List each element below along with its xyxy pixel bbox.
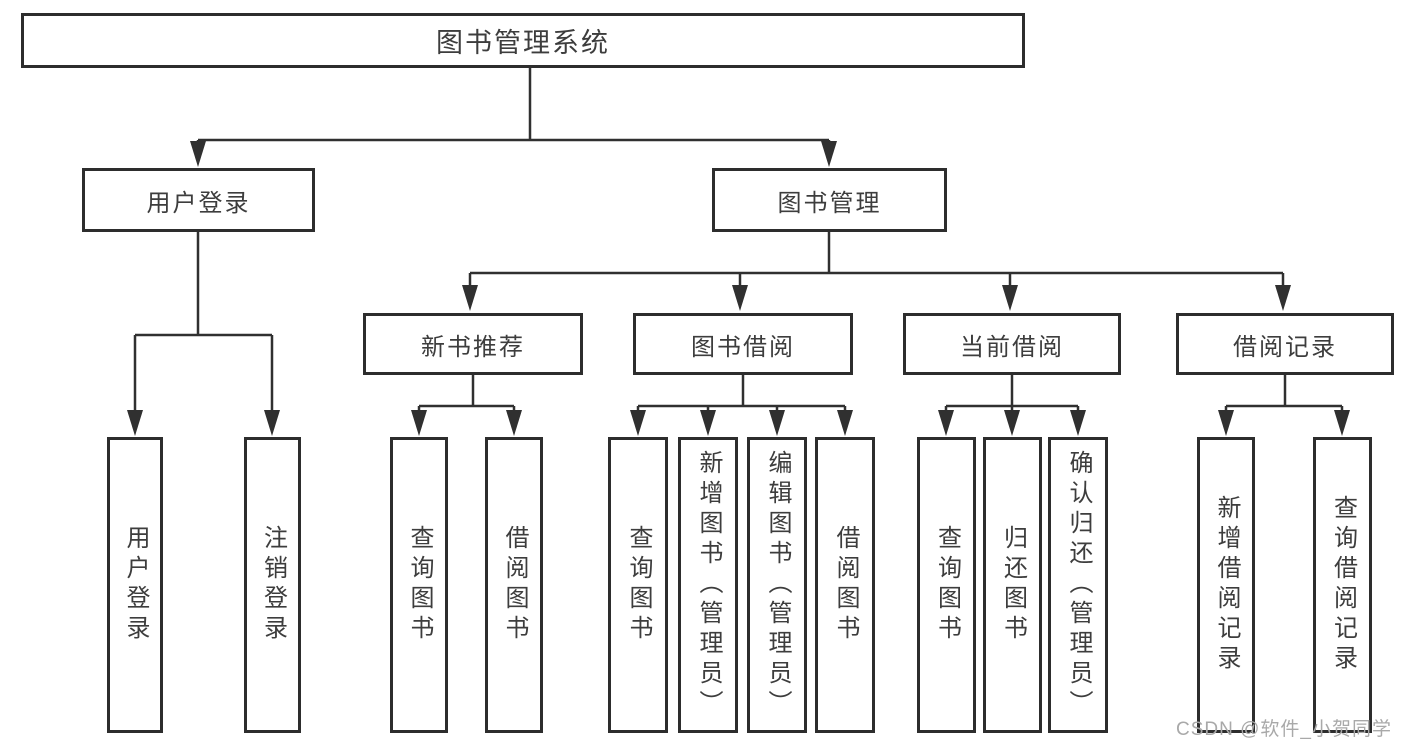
leaf-label: 确认归还（管理员） xyxy=(1065,450,1092,720)
leaf-label: 新增借阅记录 xyxy=(1213,495,1240,675)
node-book-management: 图书管理 xyxy=(712,168,947,232)
node-label: 当前借阅 xyxy=(960,333,1064,361)
leaf-label: 编辑图书（管理员） xyxy=(764,450,791,720)
leaf-edit-book-admin: 编辑图书（管理员） xyxy=(747,437,807,733)
node-label: 新书推荐 xyxy=(421,333,525,361)
leaf-label: 查询图书 xyxy=(933,525,961,645)
leaf-label: 借阅图书 xyxy=(832,525,859,645)
node-label: 图书管理系统 xyxy=(436,28,610,58)
leaf-label: 归还图书 xyxy=(999,525,1027,645)
node-label: 借阅记录 xyxy=(1233,333,1337,361)
leaf-query-books-current: 查询图书 xyxy=(917,437,976,733)
leaf-confirm-return-admin: 确认归还（管理员） xyxy=(1048,437,1108,733)
leaf-user-login: 用户登录 xyxy=(107,437,163,733)
node-user-login: 用户登录 xyxy=(82,168,315,232)
node-library-management-system: 图书管理系统 xyxy=(21,13,1025,68)
node-label: 用户登录 xyxy=(146,189,251,217)
node-current-borrowing: 当前借阅 xyxy=(903,313,1121,375)
leaf-query-books-recommend: 查询图书 xyxy=(390,437,448,733)
leaf-query-borrow-record: 查询借阅记录 xyxy=(1313,437,1372,733)
node-new-book-recommendation: 新书推荐 xyxy=(363,313,583,375)
leaf-label: 查询借阅记录 xyxy=(1329,495,1357,675)
csdn-watermark: CSDN @软件_小贺同学 xyxy=(1176,719,1392,740)
leaf-query-books-borrowing: 查询图书 xyxy=(608,437,668,733)
leaf-label: 查询图书 xyxy=(406,525,433,645)
node-label: 图书管理 xyxy=(777,189,882,217)
node-borrowing-records: 借阅记录 xyxy=(1176,313,1394,375)
node-label: 图书借阅 xyxy=(691,333,795,361)
leaf-borrow-books-recommend: 借阅图书 xyxy=(485,437,543,733)
leaf-logout: 注销登录 xyxy=(244,437,301,733)
leaf-label: 查询图书 xyxy=(625,525,652,645)
node-book-borrowing: 图书借阅 xyxy=(633,313,853,375)
leaf-add-borrow-record: 新增借阅记录 xyxy=(1197,437,1255,733)
leaf-label: 借阅图书 xyxy=(501,525,528,645)
leaf-label: 用户登录 xyxy=(122,525,149,645)
leaf-borrow-books-borrowing: 借阅图书 xyxy=(815,437,875,733)
leaf-add-book-admin: 新增图书（管理员） xyxy=(678,437,738,733)
leaf-label: 注销登录 xyxy=(259,525,287,645)
leaf-return-book: 归还图书 xyxy=(983,437,1042,733)
leaf-label: 新增图书（管理员） xyxy=(695,450,722,720)
